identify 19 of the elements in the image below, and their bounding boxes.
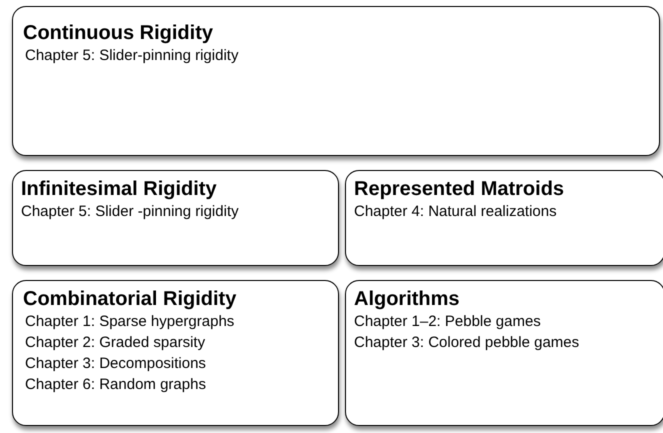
topic-card — [345, 280, 663, 426]
chapter-text: Chapter 1: Sparse hypergraphs — [25, 312, 236, 332]
card-heading: Infinitesimal Rigidity — [21, 177, 218, 201]
chapter-text: Chapter 3: Colored pebble games — [354, 333, 580, 353]
chapter-text: Chapter 3: Decompositions — [25, 354, 207, 374]
chapter-text: Chapter 4: Natural realizations — [354, 202, 558, 222]
chapter-text: Chapter 1–2: Pebble games — [354, 312, 542, 332]
topic-card — [345, 170, 663, 266]
chapter-text: Chapter 2: Graded sparsity — [25, 333, 206, 353]
card-heading: Combinatorial Rigidity — [23, 287, 238, 311]
card-heading: Represented Matroids — [354, 177, 566, 201]
chapter-text: Chapter 5: Slider-pinning rigidity — [25, 46, 240, 66]
chapter-text: Chapter 6: Random graphs — [25, 375, 207, 395]
card-heading: Algorithms — [354, 287, 461, 311]
chapter-text: Chapter 5: Slider -pinning rigidity — [21, 202, 240, 222]
topic-card — [12, 280, 339, 426]
topic-card — [12, 170, 339, 266]
topic-card — [12, 6, 660, 156]
card-heading: Continuous Rigidity — [23, 21, 214, 45]
